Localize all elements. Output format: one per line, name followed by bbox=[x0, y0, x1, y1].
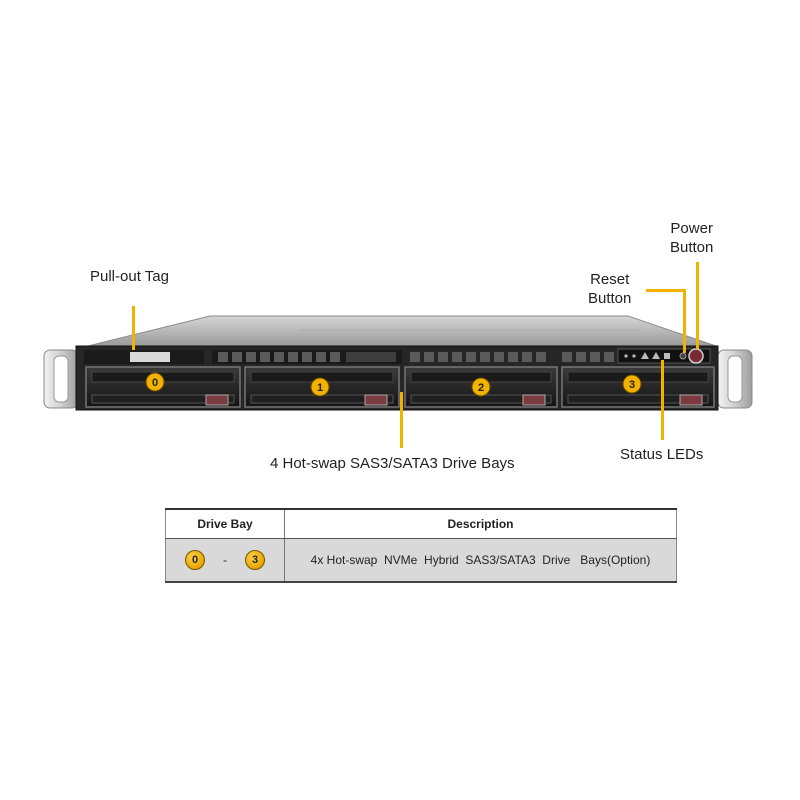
front-vents bbox=[84, 350, 614, 364]
label-reset-line2: Button bbox=[588, 290, 632, 307]
chassis-top bbox=[87, 315, 717, 347]
leader-status-leds bbox=[661, 360, 664, 440]
bay-badge-3: 3 bbox=[622, 374, 642, 394]
table-header-row: Drive Bay Description bbox=[165, 508, 677, 539]
bay-badge-to: 3 bbox=[245, 550, 265, 570]
header-description: Description bbox=[284, 508, 677, 539]
range-separator: - bbox=[223, 553, 227, 567]
drive-bay-table: Drive Bay Description 0 - 3 4x Hot-swap NV… bbox=[165, 508, 677, 583]
bay-badge-label: 1 bbox=[317, 382, 323, 394]
bay-badge-label: 3 bbox=[629, 379, 635, 391]
cell-description: 4x Hot-swap NVMe Hybrid SAS3/SATA3 Drive… bbox=[284, 538, 677, 583]
control-panel bbox=[617, 348, 711, 364]
label-pullout-tag: Pull-out Tag bbox=[90, 268, 169, 285]
label-drive-bays: 4 Hot-swap SAS3/SATA3 Drive Bays bbox=[270, 455, 515, 472]
leader-pullout-tag bbox=[132, 306, 135, 350]
power-button-shape bbox=[688, 348, 704, 364]
bay-badge-0: 0 bbox=[145, 372, 165, 392]
left-rack-ear bbox=[43, 349, 79, 409]
reset-button-shape bbox=[679, 352, 687, 360]
label-power-line2: Button bbox=[670, 239, 714, 256]
right-rack-ear bbox=[717, 349, 753, 409]
bay-badge-1: 1 bbox=[310, 377, 330, 397]
bay-badge-2: 2 bbox=[471, 377, 491, 397]
bay-badge-from: 0 bbox=[185, 550, 205, 570]
label-power-button: Power Button bbox=[670, 219, 713, 257]
leader-reset-button-h bbox=[646, 289, 686, 292]
label-power-line1: Power bbox=[670, 220, 713, 237]
label-reset-line1: Reset bbox=[590, 271, 630, 288]
cell-drive-bay-range: 0 - 3 bbox=[165, 538, 285, 583]
table-row: 0 - 3 4x Hot-swap NVMe Hybrid SAS3/SATA3 D… bbox=[165, 538, 677, 583]
leader-power-button bbox=[696, 262, 699, 349]
label-status-leds: Status LEDs bbox=[620, 446, 704, 463]
leader-drive-bays bbox=[400, 392, 403, 448]
header-drive-bay: Drive Bay bbox=[165, 508, 285, 539]
bay-badge-label: 2 bbox=[478, 382, 484, 394]
leader-reset-button-v bbox=[683, 289, 686, 353]
bay-badge-label: 0 bbox=[152, 377, 158, 389]
label-reset-button: Reset Button bbox=[588, 270, 631, 308]
